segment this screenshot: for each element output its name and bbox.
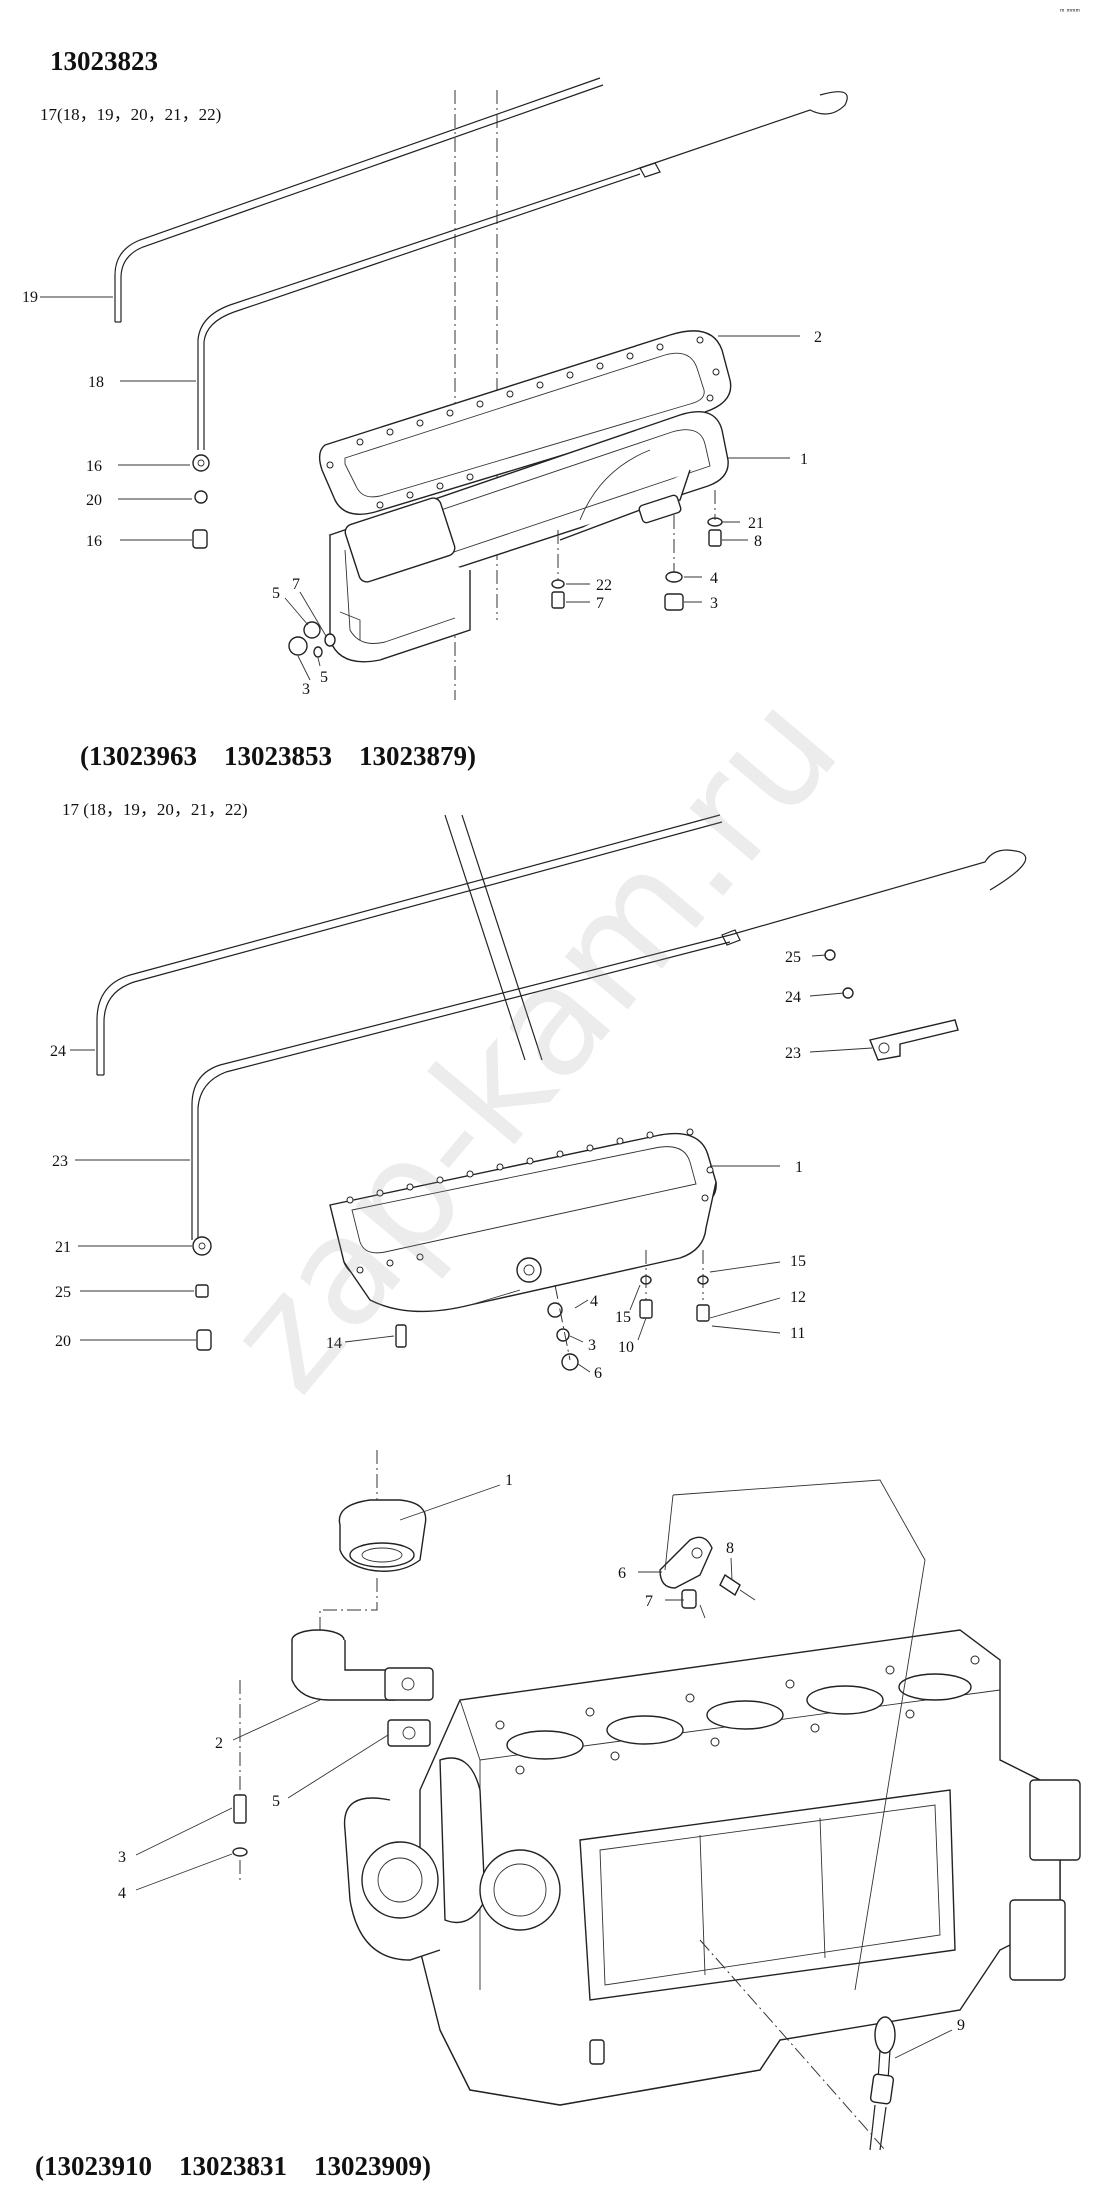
callout-s2-24: 24 [785,989,801,1006]
bolt-3-washer-4 [232,1680,248,1880]
corner-mark: ᵐ ᵐᵐᵐ [1060,6,1080,16]
callout-s3-3: 3 [118,1849,126,1866]
callout-s1-19: 19 [22,289,38,306]
cylinder-bores [506,1673,972,1760]
section1-header: 13023823 [50,46,158,76]
oil-pan-1 [328,411,729,663]
callout-s1-18: 18 [88,374,104,391]
dipstick-18-s2 [191,849,1027,1240]
callout-s2-22: 25 [55,1284,71,1301]
callout-s2-3: 3 [588,1337,596,1354]
callout-s3-9: 9 [957,2017,965,2034]
callout-s1-2: 2 [814,329,822,346]
callout-s1-21: 16 [86,458,102,475]
section3-callouts: 1 2 5 3 4 6 7 8 9 [118,1472,965,2059]
section2-note: 17 (18，19，20，21，22) [62,800,248,819]
clamp-6-bolts-7-8 [659,1479,926,1991]
callout-s2-15b: 15 [615,1309,631,1326]
callout-s1-20: 16 [86,533,102,550]
callout-s2-21: 21 [55,1239,71,1256]
block-bolt-holes [495,1655,980,1775]
section1-note: 17(18，19，20，21，22) [40,105,221,124]
section2-callouts: 24 23 21 25 20 1 25 24 23 15 12 11 15 10… [50,949,873,1382]
dipstick-18 [197,91,848,450]
callout-s1-8: 7 [596,595,604,612]
callout-s1-3a: 3 [710,595,718,612]
callout-s1-3b: 3 [302,681,310,698]
callout-s1-1: 1 [800,451,808,468]
section3-header: (13023910 13023831 13023909) [35,2151,431,2181]
dipstick-tube-19 [114,77,604,323]
callout-s2-10: 10 [618,1339,634,1356]
section2-header: (13023963 13023853 13023879) [80,741,476,771]
callout-s1-16a: 21 [748,515,764,532]
callout-s2-25: 25 [785,949,801,966]
callout-s3-8: 8 [726,1540,734,1557]
callout-s1-4a: 4 [710,570,718,587]
callout-s3-1: 1 [505,1472,513,1489]
fasteners-section2 [192,1236,710,1371]
callout-s2-6: 6 [594,1365,602,1382]
callout-s1-5: 5 [272,585,280,602]
callout-s3-5: 5 [272,1793,280,1810]
callout-s2-20: 20 [55,1333,71,1350]
callout-s1-22: 20 [86,492,102,509]
callout-s2-18: 23 [52,1153,68,1170]
section1-callouts: 19 18 16 20 16 2 1 21 8 4 3 22 7 5 7 5 3 [22,289,822,698]
filler-neck-2 [291,1629,434,1701]
callout-s1-16b: 22 [596,577,612,594]
filler-cap-1 [319,1450,427,1630]
section2-diagonal-rod [444,814,543,1061]
callout-s3-2: 2 [215,1735,223,1752]
oil-pan-1-s2 [329,1132,717,1313]
dipstick-9 [699,1939,896,2151]
callout-s3-7: 7 [645,1593,653,1610]
oil-pan-bolt-holes-s2 [346,1128,714,1274]
callout-s2-11: 11 [790,1325,805,1342]
watermark: zap-kam.ru [194,663,872,1423]
gasket-5 [387,1719,431,1747]
callout-s1-7: 7 [292,576,300,593]
callout-s3-4: 4 [118,1885,126,1902]
bracket-23 [824,949,959,1061]
callout-s2-23: 23 [785,1045,801,1062]
callout-s2-12: 12 [790,1289,806,1306]
callout-s3-6: 6 [618,1565,626,1582]
callout-s2-15a: 15 [790,1253,806,1270]
callout-s2-19: 24 [50,1043,66,1060]
callout-s1-4b: 5 [320,669,328,686]
callout-s2-4: 4 [590,1293,598,1310]
gasket-bolt-holes [326,336,720,509]
callout-s2-1: 1 [795,1159,803,1176]
callout-s2-14: 14 [326,1335,342,1352]
dipstick-tube-19-s2 [96,814,723,1076]
engine-block [343,1629,1081,2106]
callout-s1-9: 8 [754,533,762,550]
